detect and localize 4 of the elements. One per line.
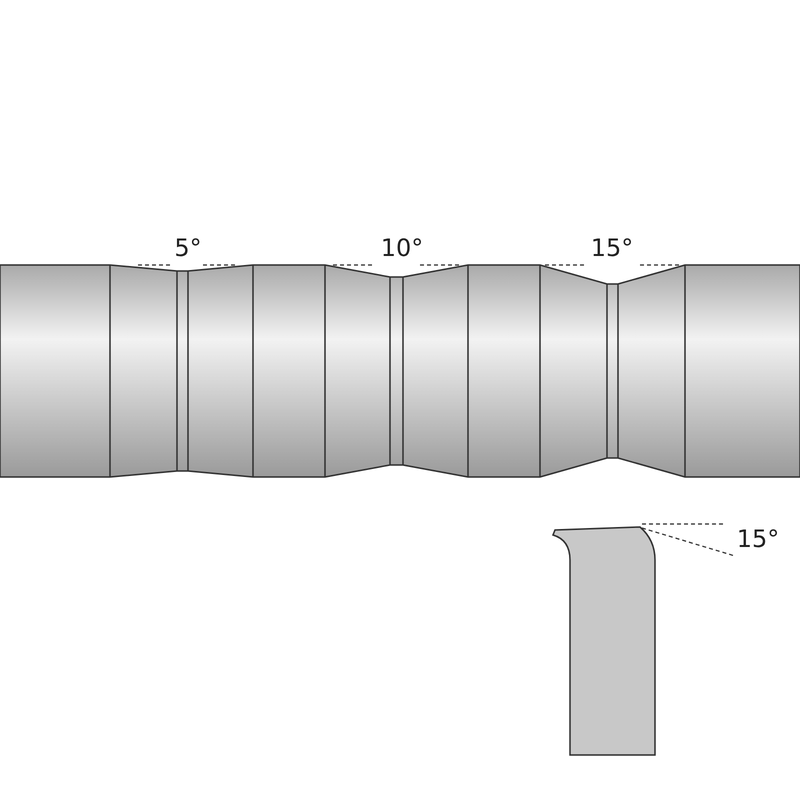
angle-label: 10° bbox=[380, 236, 424, 260]
angle-label: 5° bbox=[174, 236, 202, 260]
angle-label: 15° bbox=[736, 527, 780, 551]
angle-label: 15° bbox=[590, 236, 634, 260]
